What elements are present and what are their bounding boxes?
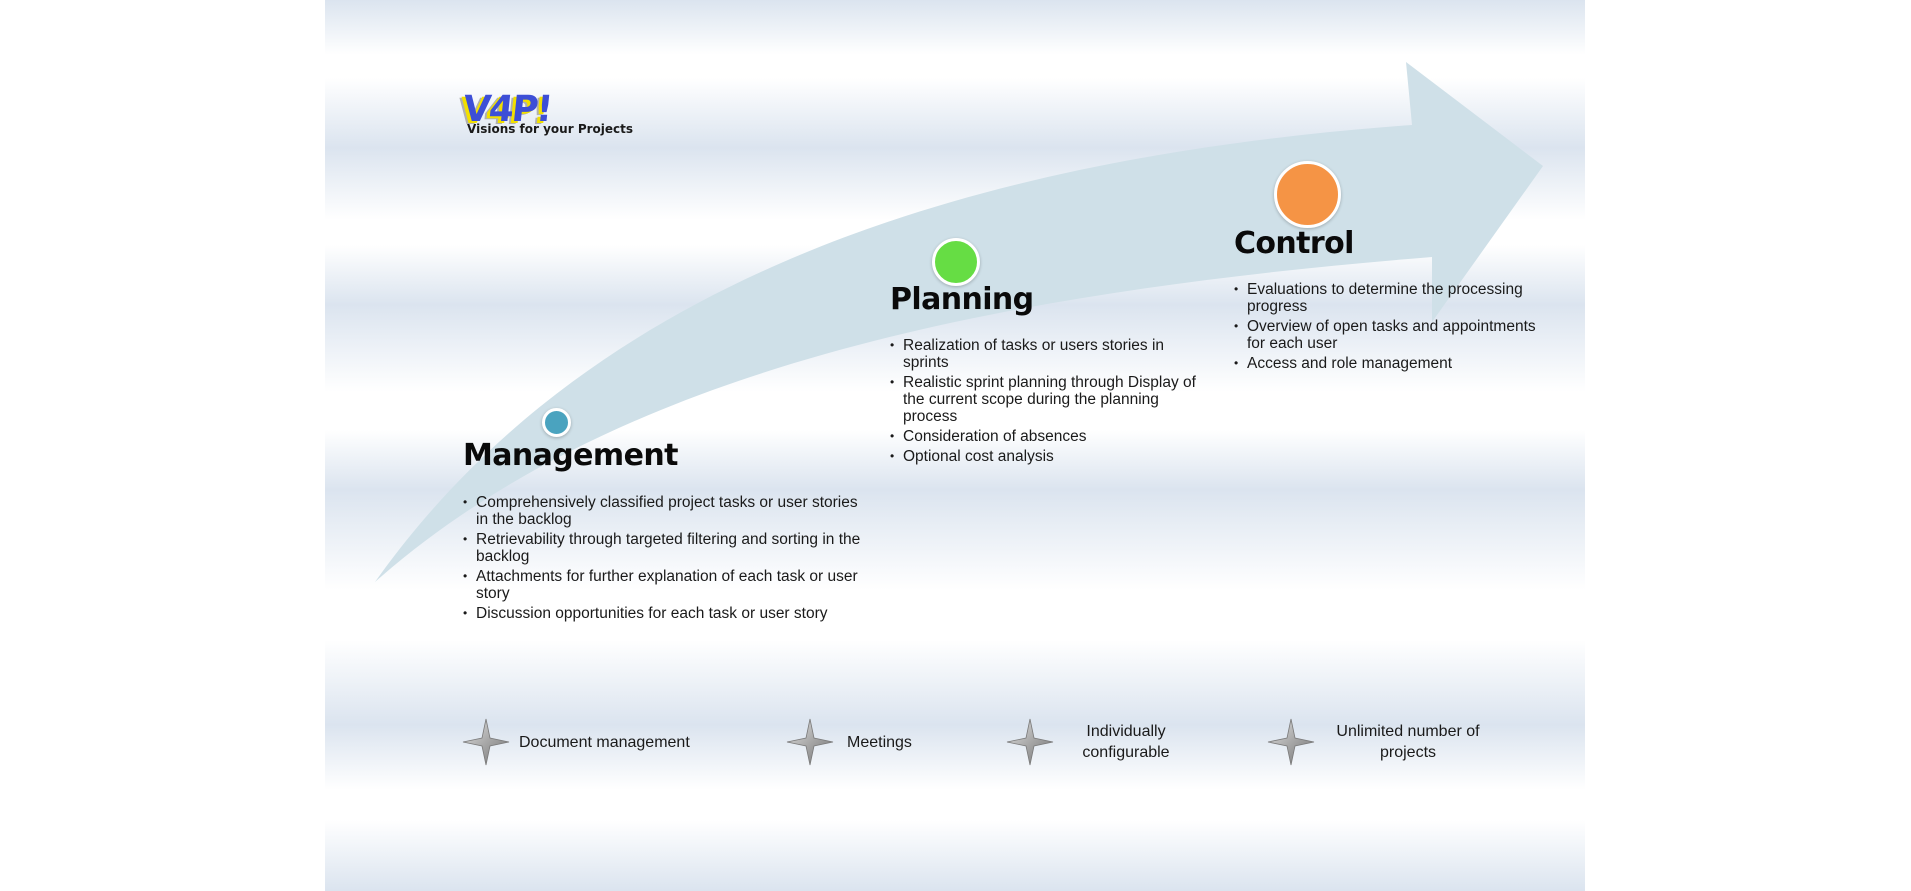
list-item: Realistic sprint planning through Displa… — [890, 374, 1210, 425]
feature-label: Document management — [519, 733, 690, 751]
control-bullets: Evaluations to determine the processing … — [1234, 281, 1554, 375]
logo: V4P! Visions for your Projects — [460, 88, 640, 140]
planning-dot — [932, 238, 980, 286]
list-item: Attachments for further explanation of e… — [463, 568, 863, 602]
feature-label: Individually configurable — [1082, 723, 1170, 761]
logo-tagline: Visions for your Projects — [467, 122, 634, 136]
list-item: Consideration of absences — [890, 428, 1210, 445]
arrow-shape — [375, 62, 1543, 582]
star-icon — [1267, 718, 1315, 766]
planning-bullets: Realization of tasks or users stories in… — [890, 337, 1210, 468]
progress-arrow — [375, 62, 1543, 582]
list-item: Optional cost analysis — [890, 448, 1210, 465]
list-item: Comprehensively classified project tasks… — [463, 494, 863, 528]
management-bullets: Comprehensively classified project tasks… — [463, 494, 863, 625]
management-title: Management — [463, 438, 678, 473]
list-item: Access and role management — [1234, 355, 1554, 372]
management-dot — [542, 408, 571, 437]
feature-document-management: Document management — [461, 716, 690, 768]
list-item: Realization of tasks or users stories in… — [890, 337, 1210, 371]
feature-meetings: Meetings — [785, 716, 912, 768]
star-icon — [462, 718, 510, 766]
feature-label: Unlimited number of projects — [1336, 723, 1480, 761]
star-icon — [1006, 718, 1054, 766]
feature-label: Meetings — [847, 733, 912, 751]
feature-individually-configurable: Individually configurable — [1005, 716, 1181, 768]
list-item: Retrievability through targeted filterin… — [463, 531, 863, 565]
planning-title: Planning — [890, 282, 1034, 317]
list-item: Overview of open tasks and appointments … — [1234, 318, 1554, 352]
list-item: Evaluations to determine the processing … — [1234, 281, 1554, 315]
control-dot — [1274, 161, 1341, 228]
control-title: Control — [1234, 226, 1354, 261]
feature-unlimited-projects: Unlimited number of projects — [1266, 716, 1488, 768]
slide: V4P! Visions for your Projects Managemen… — [325, 0, 1585, 891]
list-item: Discussion opportunities for each task o… — [463, 605, 863, 622]
star-icon — [786, 718, 834, 766]
